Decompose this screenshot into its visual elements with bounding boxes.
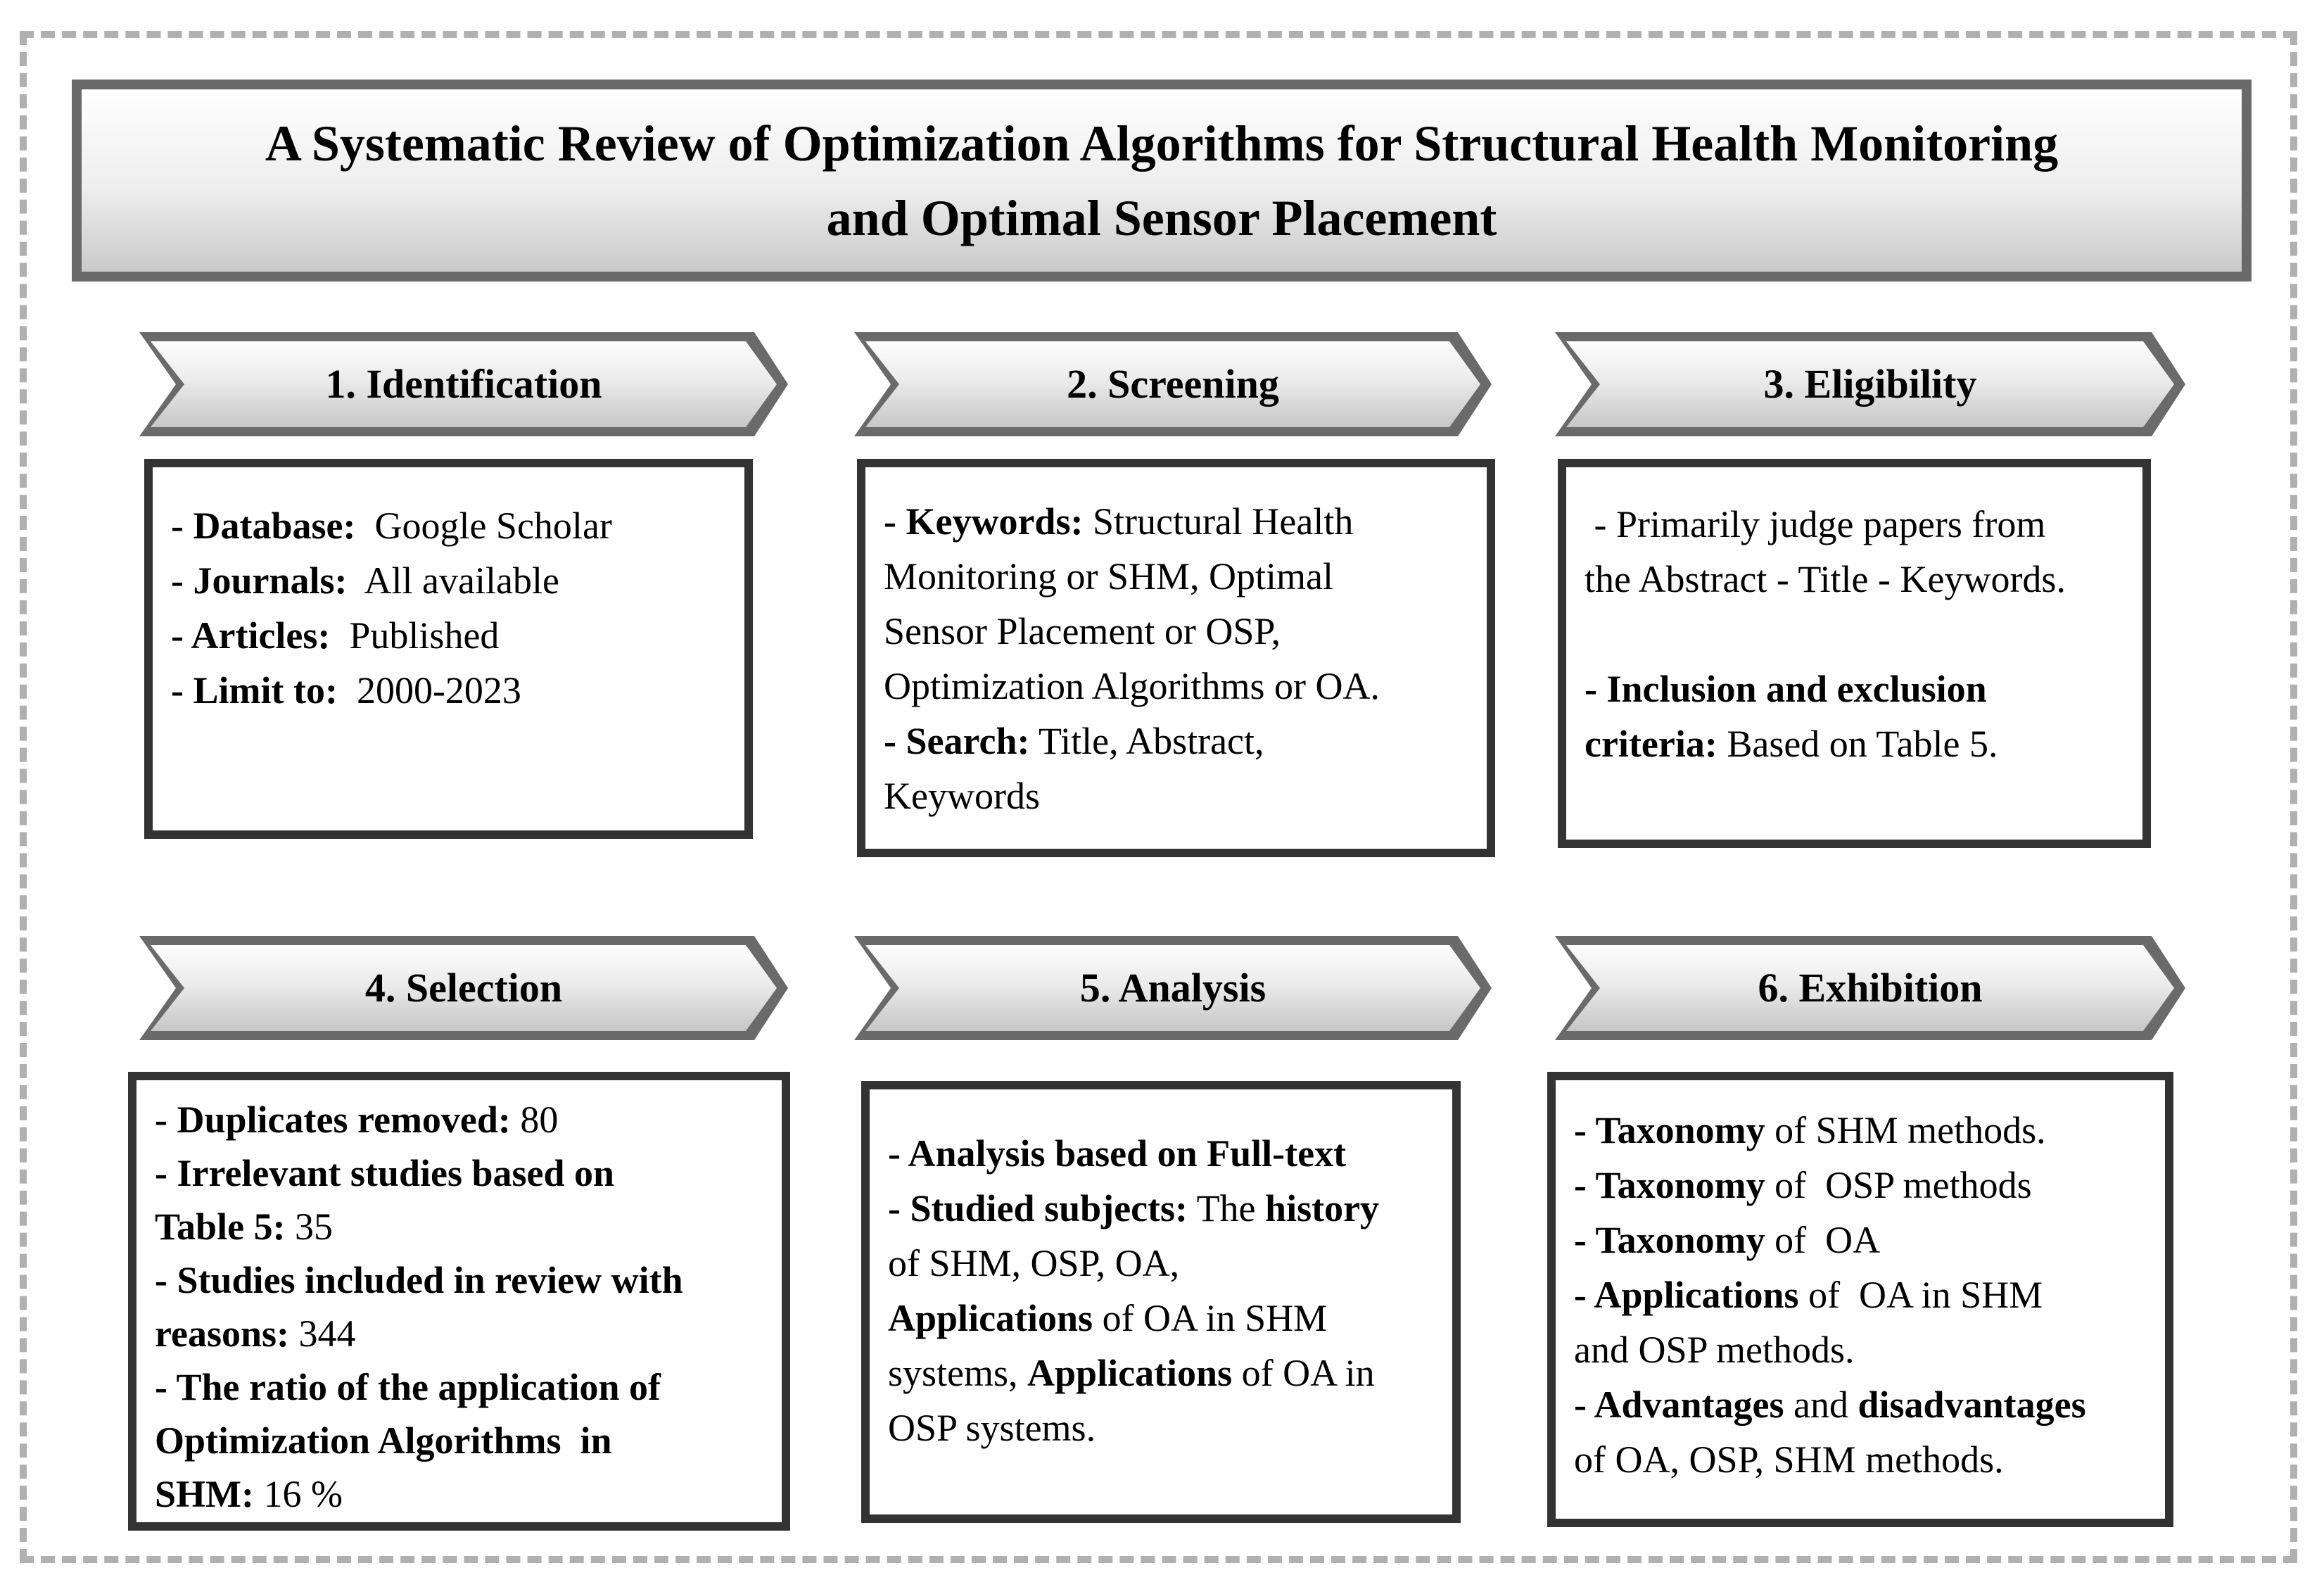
text-line: the Abstract - Title - Keywords.: [1585, 558, 2066, 600]
text-line: - Irrelevant studies based on: [155, 1152, 615, 1194]
text-line: - Primarily judge papers from: [1585, 503, 2046, 545]
text-line: of OA, OSP, SHM methods.: [1574, 1438, 2004, 1481]
banner-selection: 4. Selection: [139, 936, 788, 1040]
text-line: - Taxonomy of OA: [1574, 1219, 1881, 1261]
banner-identification: 1. Identification: [139, 332, 788, 436]
text-line: Sensor Placement or OSP,: [884, 610, 1281, 652]
text-line: Optimization Algorithms in: [155, 1419, 612, 1462]
banner-screening-label: 2. Screening: [1067, 361, 1279, 407]
text-line: - Analysis based on Full-text: [888, 1132, 1347, 1175]
text-line: - Duplicates removed: 80: [155, 1099, 559, 1141]
text-line: SHM: 16 %: [155, 1473, 343, 1515]
box-identification: - Database: Google Scholar - Journals: Al…: [144, 459, 753, 839]
banner-exhibition-label: 6. Exhibition: [1758, 965, 1983, 1011]
box-exhibition: - Taxonomy of SHM methods. - Taxonomy of …: [1547, 1072, 2173, 1527]
text-line: - Taxonomy of OSP methods: [1574, 1164, 2032, 1206]
banner-analysis-label: 5. Analysis: [1079, 965, 1266, 1011]
page-title-line2: and Optimal Sensor Placement: [826, 189, 1497, 246]
box-eligibility: - Primarily judge papers from the Abstrac…: [1558, 459, 2151, 848]
arrow-ribbon-fill: [865, 945, 1480, 1031]
text-line: - Journals: All available: [171, 559, 559, 602]
banner-exhibition: 6. Exhibition: [1555, 936, 2185, 1040]
text-line: and OSP methods.: [1574, 1329, 1855, 1371]
arrow-ribbon-fill: [1566, 945, 2174, 1031]
page-title-line1: A Systematic Review of Optimization Algo…: [265, 115, 2059, 172]
text-line: - Articles: Published: [171, 614, 500, 657]
text-line: Optimization Algorithms or OA.: [884, 665, 1380, 707]
arrow-ribbon-fill: [1566, 341, 2174, 427]
text-line: criteria: Based on Table 5.: [1585, 723, 1998, 765]
banner-eligibility: 3. Eligibility: [1555, 332, 2185, 436]
text-line: - Applications of OA in SHM: [1574, 1274, 2043, 1316]
text-line: OSP systems.: [888, 1407, 1096, 1449]
banner-screening: 2. Screening: [854, 332, 1492, 436]
text-line: - Studies included in review with: [155, 1259, 683, 1301]
text-line: - Search: Title, Abstract,: [884, 720, 1264, 762]
arrow-ribbon-fill: [151, 945, 777, 1031]
arrow-ribbon-fill: [151, 341, 777, 427]
box-identification-text: - Database: Google Scholar - Journals: Al…: [171, 498, 736, 718]
outer-dashed-border: [20, 31, 2297, 1563]
text-line: Keywords: [884, 775, 1040, 817]
arrow-ribbon-fill: [865, 341, 1480, 427]
banner-identification-label: 1. Identification: [325, 361, 602, 407]
text-line: - Taxonomy of SHM methods.: [1574, 1109, 2046, 1151]
box-selection-text: - Duplicates removed: 80 - Irrelevant stu…: [155, 1093, 773, 1521]
box-analysis: - Analysis based on Full-text - Studied s…: [861, 1081, 1461, 1523]
text-line: - Advantages and disadvantages: [1574, 1384, 2086, 1426]
text-line: Table 5: 35: [155, 1206, 334, 1248]
text-line: reasons: 344: [155, 1312, 356, 1355]
title-box: A Systematic Review of Optimization Algo…: [72, 80, 2252, 282]
text-line: - Inclusion and exclusion: [1585, 668, 1987, 710]
text-line: of SHM, OSP, OA,: [888, 1242, 1180, 1284]
text-line: [1585, 607, 2134, 662]
text-line: - The ratio of the application of: [155, 1366, 661, 1408]
box-analysis-text: - Analysis based on Full-text - Studied s…: [888, 1126, 1444, 1455]
text-line: - Limit to: 2000-2023: [171, 669, 521, 711]
text-line: - Studied subjects: The history: [888, 1187, 1380, 1229]
box-eligibility-text: - Primarily judge papers from the Abstrac…: [1585, 497, 2134, 771]
text-line: - Database: Google Scholar: [171, 505, 612, 547]
text-line: - Keywords: Structural Health: [884, 500, 1354, 543]
box-exhibition-text: - Taxonomy of SHM methods. - Taxonomy of …: [1574, 1103, 2157, 1487]
banner-analysis: 5. Analysis: [854, 936, 1492, 1040]
banner-eligibility-label: 3. Eligibility: [1763, 361, 1977, 407]
box-selection: - Duplicates removed: 80 - Irrelevant stu…: [128, 1072, 790, 1531]
text-line: Applications of OA in SHM: [888, 1297, 1328, 1339]
text-line: systems, Applications of OA in: [888, 1352, 1375, 1394]
banner-selection-label: 4. Selection: [364, 965, 563, 1011]
text-line: Monitoring or SHM, Optimal: [884, 555, 1334, 597]
